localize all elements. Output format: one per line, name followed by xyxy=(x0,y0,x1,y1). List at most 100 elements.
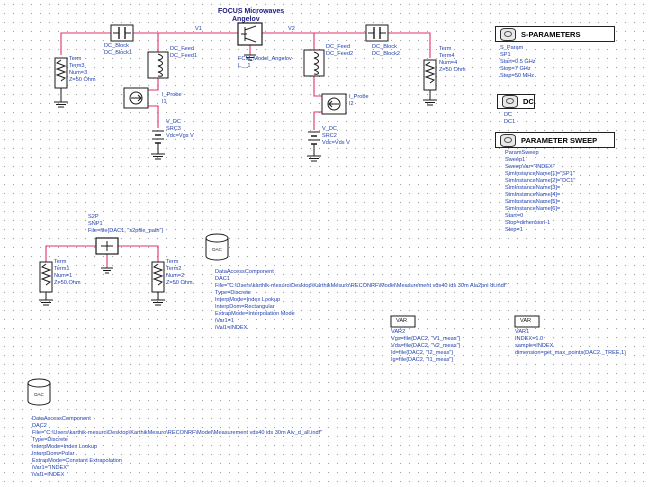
term4-label-line: Term4 xyxy=(439,53,455,59)
term4-label-line: Term xyxy=(439,46,452,52)
dac1-label-line: File="C:\Users\karthik-mesuro\Desktop\Ka… xyxy=(215,283,508,289)
param-sweep-label-line: SimInstanceName[1]="SP1" xyxy=(505,171,575,177)
parameter-sweep-title: PARAMETER SWEEP xyxy=(521,135,598,145)
term4-label-line: Num=4 xyxy=(439,60,458,66)
s-parameters-icon xyxy=(500,27,516,41)
wire-term3-to-block1[interactable] xyxy=(60,32,113,55)
parameter-sweep-panel[interactable]: PARAMETER SWEEP xyxy=(495,132,615,148)
dac1-label-line: DAC1 xyxy=(215,276,230,282)
dc-icon xyxy=(502,95,518,108)
dac2-label-line: Type=Discrete xyxy=(32,437,68,443)
dac2-label-line: ExtrapMode=Constant Extrapolation xyxy=(32,458,123,464)
s-parameters-panel[interactable]: S-PARAMETERS xyxy=(495,26,615,42)
term3-label-line: Term3 xyxy=(69,63,85,69)
s-param-label-line: S_Param xyxy=(500,45,524,51)
wire-probe1-to-src3[interactable] xyxy=(136,105,159,128)
dac2-label-line: DataAccessComponent xyxy=(32,416,91,422)
var2-symbol[interactable] xyxy=(390,315,416,328)
term4-label-line: Z=50 Ohm xyxy=(439,67,466,73)
dc-block1-symbol[interactable] xyxy=(110,24,134,42)
wire-s2p-to-term2[interactable] xyxy=(118,245,159,266)
term2-symbol[interactable] xyxy=(151,261,165,306)
dac1-label-line: iVar1=1 xyxy=(215,318,235,324)
term1-label-line: Term1 xyxy=(54,266,70,272)
wire-term1-to-s2p[interactable] xyxy=(45,245,96,266)
s2p-label-line: S2P xyxy=(88,214,99,220)
var1-symbol[interactable] xyxy=(514,315,540,328)
i-probe2-symbol[interactable] xyxy=(321,93,347,115)
term1-label-line: Z=50 Ohm xyxy=(54,280,81,286)
dc-block1-label-line: DC_Block1 xyxy=(104,50,132,56)
net-label-v1[interactable]: V1 xyxy=(195,26,202,32)
dac2-label-line: File="C:\Users\karthik-mesuro\Desktop\Ka… xyxy=(32,430,323,436)
param-sweep-label-line: SimInstanceName[2]="DC1" xyxy=(505,178,576,184)
s-param-label-line: Step=50 MHz xyxy=(500,73,535,79)
focus-title-line1: FOCUS Microwaves xyxy=(218,8,285,15)
param-sweep-label-line: Start=0 xyxy=(505,213,524,219)
var2-label-line: VAR2 xyxy=(391,329,406,335)
var1-label-line: VAR1 xyxy=(515,329,530,335)
i-probe1-symbol[interactable] xyxy=(123,87,149,109)
s2p-symbol[interactable] xyxy=(95,237,119,274)
dc-feed1-label-line: DC_Feed1 xyxy=(170,53,198,59)
v-dc-src2-symbol[interactable] xyxy=(307,131,321,162)
param-sweep-label-line: SimInstanceName[5]= xyxy=(505,199,561,205)
term1-symbol[interactable] xyxy=(39,261,53,306)
net-label-v2[interactable]: V2 xyxy=(288,26,295,32)
term2-label-line: Term xyxy=(166,259,179,265)
s-param-label-line: Start=0.5 GHz xyxy=(500,59,536,65)
wire-feed2-to-probe2[interactable] xyxy=(313,76,324,97)
var2-label-line: Vgs=file{DAC2, "V1_meas"} xyxy=(391,336,461,342)
param-sweep-label-line: Stop=dimension-1 xyxy=(505,220,551,226)
term3-label-line: Z=50 Ohm xyxy=(69,77,96,83)
param-sweep-label-line: Step=1 xyxy=(505,227,523,233)
dac2-symbol[interactable] xyxy=(27,378,51,406)
v-dc-src3-symbol[interactable] xyxy=(151,130,165,160)
focus-title-line2: Angelov xyxy=(232,16,260,23)
dc-feed1-label-line: DC_Feed xyxy=(170,46,194,52)
var2-label-line: Vds=file{DAC2, "V2_meas"} xyxy=(391,343,461,349)
dac1-label-line: Type=Discrete xyxy=(215,290,251,296)
dc-feed1-symbol[interactable] xyxy=(147,51,169,79)
focus-model-label-line: L__1 xyxy=(238,63,251,69)
dac1-label-line: InterpMode=Index Lookup xyxy=(215,297,281,303)
dc-panel[interactable]: DC xyxy=(497,94,535,109)
dac1-symbol[interactable] xyxy=(205,233,229,261)
wire-block2-to-term4[interactable] xyxy=(386,32,431,58)
dc-feed2-symbol[interactable] xyxy=(303,49,325,77)
component-group xyxy=(27,22,540,406)
dc-title: DC xyxy=(523,97,534,106)
dc-block1-label-line: DC_Block xyxy=(104,43,129,49)
v-dc-src2-label-line: SRC2 xyxy=(322,133,337,139)
term3-symbol[interactable] xyxy=(54,57,68,108)
wire-feed1-to-probe1[interactable] xyxy=(148,78,159,91)
param-sweep-label-line: ParamSweep xyxy=(505,150,539,156)
v-dc-src3-label-line: SRC3 xyxy=(166,126,181,132)
term2-label-line: Term2 xyxy=(166,266,182,272)
wire-group xyxy=(45,32,431,268)
s-param-label-line: Stop=7 GHz xyxy=(500,66,531,72)
dac2-label-line: iVal1=INDEX xyxy=(32,472,65,478)
focus-model-symbol[interactable] xyxy=(237,22,263,61)
i-probe2-label-line: I_Probe xyxy=(349,94,369,100)
dc-block2-symbol[interactable] xyxy=(365,24,389,42)
var1-label-line: sample=INDEX xyxy=(515,343,554,349)
var2-label-line: Ig=file{DAC2, "I1_meas"} xyxy=(391,357,454,363)
term4-symbol[interactable] xyxy=(423,59,437,106)
param-sweep-label-line: SimInstanceName[3]= xyxy=(505,185,561,191)
